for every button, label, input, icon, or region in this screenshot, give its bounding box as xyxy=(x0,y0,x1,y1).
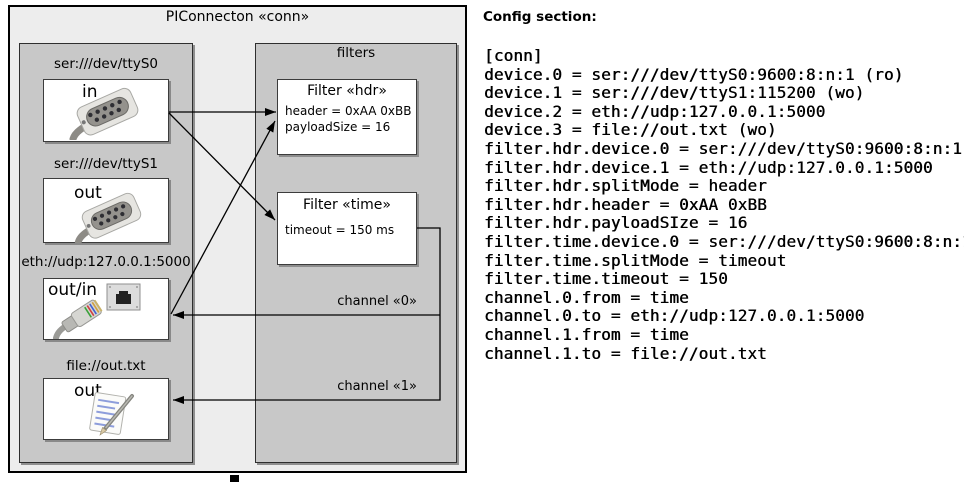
config-section-heading: Config section: xyxy=(483,9,597,25)
config-listing: [conn] device.0 = ser:///dev/ttyS0:9600:… xyxy=(484,46,964,363)
filters-group-title: filters xyxy=(336,45,376,61)
channel-1-label: channel «1» xyxy=(337,379,417,394)
config-line: filter.hdr.header = 0xAA 0xBB xyxy=(484,194,767,214)
config-line: channel.1.to = file://out.txt xyxy=(484,343,767,363)
config-line: channel.0.from = time xyxy=(484,287,689,307)
config-line: filter.time.device.0 = ser:///dev/ttyS0:… xyxy=(484,231,964,251)
config-line: filter.hdr.device.0 = ser:///dev/ttyS0:9… xyxy=(484,138,962,158)
db9-serial-connector-icon xyxy=(69,87,139,140)
filter-attribute: timeout = 150 ms xyxy=(285,223,395,237)
device-label-ttyS0: ser:///dev/ttyS0 xyxy=(54,56,158,72)
device-node-eth: out/in xyxy=(43,278,169,340)
device-label-eth: eth://udp:127.0.0.1:5000 xyxy=(21,254,191,270)
config-line: device.0 = ser:///dev/ttyS0:9600:8:n:1 (… xyxy=(484,64,904,84)
filter-title: Filter «time» xyxy=(303,197,391,213)
ethernet-plug-icon xyxy=(53,299,103,339)
config-line: filter.hdr.splitMode = header xyxy=(484,176,767,196)
diagram-title: PIConnecton «conn» xyxy=(165,9,310,25)
filter-attribute: payloadSize = 16 xyxy=(285,120,391,134)
filter-attribute: header = 0xAA 0xBB xyxy=(285,104,412,118)
config-line: [conn] xyxy=(484,46,543,65)
config-line: device.1 = ser:///dev/ttyS1:115200 (wo) xyxy=(484,83,865,103)
config-line: device.3 = file://out.txt (wo) xyxy=(484,120,777,140)
filter-node-hdr: Filter «hdr» header = 0xAA 0xBB payloadS… xyxy=(277,79,417,155)
bottom-border-tick xyxy=(230,475,239,482)
filter-title: Filter «hdr» xyxy=(307,83,387,99)
ethernet-jack-icon xyxy=(106,283,141,311)
config-line: filter.time.timeout = 150 xyxy=(484,269,728,289)
config-line: device.2 = eth://udp:127.0.0.1:5000 xyxy=(484,101,826,121)
device-node-ttyS0: in xyxy=(43,79,169,142)
port-label: out xyxy=(74,183,102,203)
device-label-ttyS1: ser:///dev/ttyS1 xyxy=(54,156,158,172)
config-line: channel.1.from = time xyxy=(484,324,689,344)
config-line: channel.0.to = eth://udp:127.0.0.1:5000 xyxy=(484,306,865,326)
config-line: filter.time.splitMode = timeout xyxy=(484,250,787,270)
notepad-document-icon xyxy=(89,392,134,436)
device-node-ttyS1: out xyxy=(43,178,169,243)
channel-0-label: channel «0» xyxy=(337,294,417,309)
db9-serial-connector-icon xyxy=(74,192,142,243)
config-line: filter.hdr.device.1 = eth://udp:127.0.0.… xyxy=(484,157,933,177)
port-label: out/in xyxy=(48,280,98,300)
filter-node-time: Filter «time» timeout = 150 ms xyxy=(277,192,417,265)
device-label-file: file://out.txt xyxy=(66,358,146,374)
config-line: filter.hdr.payloadSIze = 16 xyxy=(484,213,748,233)
device-node-file: out xyxy=(43,378,169,440)
port-label: in xyxy=(82,82,98,102)
